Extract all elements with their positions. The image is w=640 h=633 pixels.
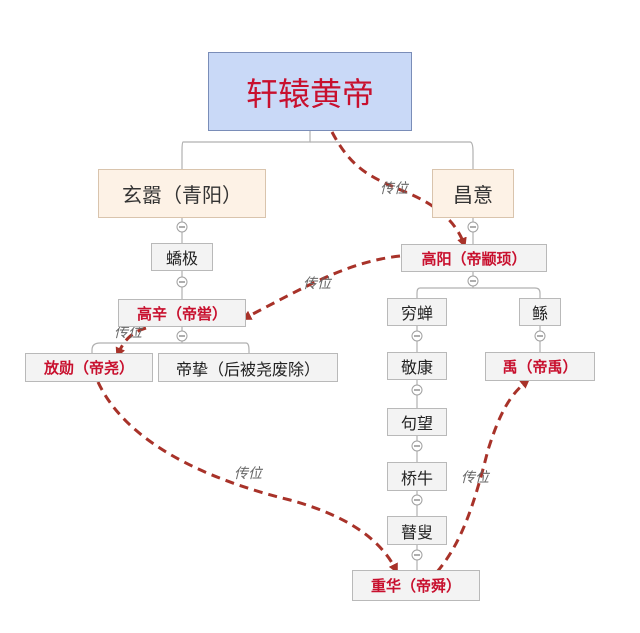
node-gaoyang[interactable]: 高阳（帝颛顼） <box>401 244 547 272</box>
succession-label-1: 传位 <box>380 181 410 197</box>
collapse-toggle-jiaoji[interactable] <box>176 276 188 288</box>
node-qiaoniu[interactable]: 桥牛 <box>387 462 447 491</box>
node-huangdi[interactable]: 轩辕黄帝 <box>208 52 412 131</box>
node-chonghua[interactable]: 重华（帝舜） <box>352 570 480 601</box>
collapse-toggle-jumang[interactable] <box>411 440 423 452</box>
node-jiaoji[interactable]: 蟜极 <box>151 243 213 271</box>
node-changyi[interactable]: 昌意 <box>432 169 514 218</box>
collapse-toggle-gun[interactable] <box>534 330 546 342</box>
node-gun[interactable]: 鲧 <box>519 298 561 326</box>
node-qiongchan[interactable]: 穷蝉 <box>387 298 447 326</box>
succession-arrow-chonghua-to-yu <box>435 378 531 573</box>
collapse-toggle-jingkang[interactable] <box>411 384 423 396</box>
succession-arrow-gaoxin-to-fangxun <box>115 326 147 358</box>
node-dizhi[interactable]: 帝挚（后被尧废除） <box>158 353 338 382</box>
collapse-toggle-changyi[interactable] <box>467 221 479 233</box>
node-fangxun[interactable]: 放勋（帝尧） <box>25 353 153 382</box>
node-xuanxiao[interactable]: 玄嚣（青阳） <box>98 169 266 218</box>
node-gusou[interactable]: 瞽叟 <box>387 516 447 545</box>
collapse-toggle-qiongchan[interactable] <box>411 330 423 342</box>
succession-label-2: 传位 <box>303 276 333 292</box>
collapse-toggle-xuanxiao[interactable] <box>176 221 188 233</box>
node-jumang[interactable]: 句望 <box>387 408 447 436</box>
node-gaoxin[interactable]: 高辛（帝喾） <box>118 299 246 327</box>
node-jingkang[interactable]: 敬康 <box>387 352 447 380</box>
succession-arrow-fangxun-to-chonghua <box>96 381 398 574</box>
collapse-toggle-gaoxin[interactable] <box>176 330 188 342</box>
succession-label-5: 传位 <box>461 470 491 486</box>
node-yu[interactable]: 禹（帝禹） <box>485 352 595 381</box>
succession-arrow-gaoyang-to-gaoxin <box>241 254 401 320</box>
collapse-toggle-gaoyang[interactable] <box>467 275 479 287</box>
collapse-toggle-qiaoniu[interactable] <box>411 494 423 506</box>
succession-arrow-huangdi-to-gaoyang <box>330 131 467 248</box>
succession-label-3: 传位 <box>114 325 144 341</box>
collapse-toggle-gusou[interactable] <box>411 549 423 561</box>
succession-label-4: 传位 <box>234 466 264 482</box>
